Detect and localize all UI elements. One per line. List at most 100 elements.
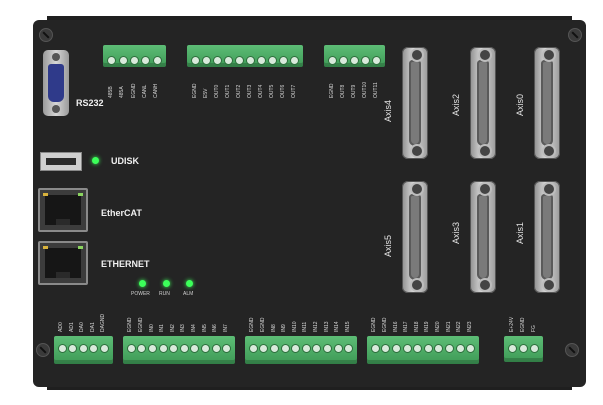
terminal-screw[interactable] <box>350 56 359 65</box>
terminal-screw[interactable] <box>328 56 337 65</box>
pin-label: IN4 <box>190 324 197 332</box>
rs232-label: RS232 <box>76 98 104 108</box>
terminal-screw[interactable] <box>148 344 157 353</box>
usb-port[interactable] <box>40 152 82 171</box>
terminal-screw[interactable] <box>280 344 290 353</box>
screw-icon <box>568 28 582 42</box>
terminal-screw[interactable] <box>152 56 162 65</box>
pin-label: AD0 <box>58 322 65 332</box>
terminal-screw[interactable] <box>259 344 269 353</box>
terminal-screw[interactable] <box>361 56 370 65</box>
pin-label: OUT11 <box>372 82 379 98</box>
terminal-screw[interactable] <box>413 344 423 353</box>
pin-label: EGND <box>130 83 137 98</box>
axis-connector-axis0[interactable] <box>534 47 560 159</box>
screw-icon <box>565 343 579 357</box>
ethercat-port[interactable] <box>38 188 88 232</box>
terminal-screw[interactable] <box>118 56 128 65</box>
terminal-screw[interactable] <box>169 344 179 353</box>
pin-label: IN3 <box>180 324 187 332</box>
pin-label: IN21 <box>445 321 452 332</box>
terminal-screw[interactable] <box>372 56 381 65</box>
terminal-screw[interactable] <box>519 344 528 353</box>
terminal-screw[interactable] <box>323 344 332 353</box>
axis-connector-axis4[interactable] <box>402 47 428 159</box>
terminal-screw[interactable] <box>235 56 244 65</box>
terminal-screw[interactable] <box>213 56 222 65</box>
terminal-screw[interactable] <box>301 344 311 353</box>
terminal-screw[interactable] <box>344 344 354 353</box>
pin-label: OUT9 <box>350 84 357 98</box>
pin-label: OUT4 <box>257 84 264 98</box>
terminal-screw[interactable] <box>201 344 210 353</box>
terminal-screw[interactable] <box>222 344 232 353</box>
terminal-screw[interactable] <box>248 344 258 353</box>
pin-label: 485B <box>107 86 114 98</box>
pin-label: IN10 <box>291 321 298 332</box>
terminal-screw[interactable] <box>466 344 476 353</box>
terminal-screw[interactable] <box>107 56 117 65</box>
terminal-screw[interactable] <box>57 344 67 353</box>
terminal-screw[interactable] <box>191 56 200 65</box>
pin-label: DA0 <box>79 322 86 332</box>
terminal-screw[interactable] <box>224 56 233 65</box>
terminal-screw[interactable] <box>434 344 444 353</box>
terminal-screw[interactable] <box>130 56 139 65</box>
terminal-screw[interactable] <box>339 56 348 65</box>
terminal-screw[interactable] <box>445 344 454 353</box>
terminal-screw[interactable] <box>270 344 279 353</box>
pin-label: 485A <box>119 86 126 98</box>
terminal-screw[interactable] <box>279 56 288 65</box>
ethernet-label: ETHERNET <box>101 259 150 269</box>
pin-label: IN16 <box>392 321 399 332</box>
terminal-screw[interactable] <box>290 56 299 65</box>
axis-connector-axis3[interactable] <box>470 181 496 293</box>
axis-label: Axis5 <box>383 234 393 257</box>
terminal-screw[interactable] <box>423 344 433 353</box>
terminal-screw[interactable] <box>370 344 380 353</box>
terminal-screw[interactable] <box>190 344 200 353</box>
terminal-screw[interactable] <box>268 56 277 65</box>
terminal-screw[interactable] <box>137 344 147 353</box>
ethernet-port[interactable] <box>38 241 88 285</box>
rs232-port[interactable] <box>43 50 69 116</box>
pin-label: OUT6 <box>279 84 286 98</box>
terminal-screw[interactable] <box>141 56 151 65</box>
terminal-screw[interactable] <box>78 344 88 353</box>
pin-label: EGND <box>191 83 198 98</box>
terminal-screw[interactable] <box>158 344 168 353</box>
pin-label: IN22 <box>456 321 463 332</box>
power-led <box>139 280 146 287</box>
pin-label: OUT1 <box>224 84 231 98</box>
terminal-screw[interactable] <box>392 344 401 353</box>
terminal-screw[interactable] <box>99 344 109 353</box>
pin-label: IN0 <box>148 324 155 332</box>
terminal-screw[interactable] <box>89 344 99 353</box>
pin-label: EGND <box>259 317 266 332</box>
terminal-screw[interactable] <box>68 344 78 353</box>
terminal-screw[interactable] <box>530 344 539 353</box>
pin-label: EGND <box>137 317 144 332</box>
pin-label: IN14 <box>334 321 341 332</box>
run-led <box>163 280 170 287</box>
terminal-screw[interactable] <box>455 344 465 353</box>
axis-connector-axis5[interactable] <box>402 181 428 293</box>
terminal-screw[interactable] <box>381 344 391 353</box>
terminal-screw[interactable] <box>291 344 301 353</box>
terminal-screw[interactable] <box>402 344 412 353</box>
terminal-screw[interactable] <box>202 56 211 65</box>
axis-connector-axis1[interactable] <box>534 181 560 293</box>
terminal-screw[interactable] <box>312 344 322 353</box>
terminal-screw[interactable] <box>211 344 221 353</box>
axis-label: Axis2 <box>451 93 461 116</box>
axis-connector-axis2[interactable] <box>470 47 496 159</box>
terminal-screw[interactable] <box>246 56 255 65</box>
terminal-screw[interactable] <box>126 344 136 353</box>
pin-label: IN12 <box>312 321 319 332</box>
terminal-screw[interactable] <box>333 344 343 353</box>
terminal-screw[interactable] <box>257 56 266 65</box>
pin-label: IN13 <box>323 321 330 332</box>
terminal-screw[interactable] <box>508 344 517 353</box>
terminal-screw[interactable] <box>179 344 189 353</box>
screw-icon <box>39 28 53 42</box>
